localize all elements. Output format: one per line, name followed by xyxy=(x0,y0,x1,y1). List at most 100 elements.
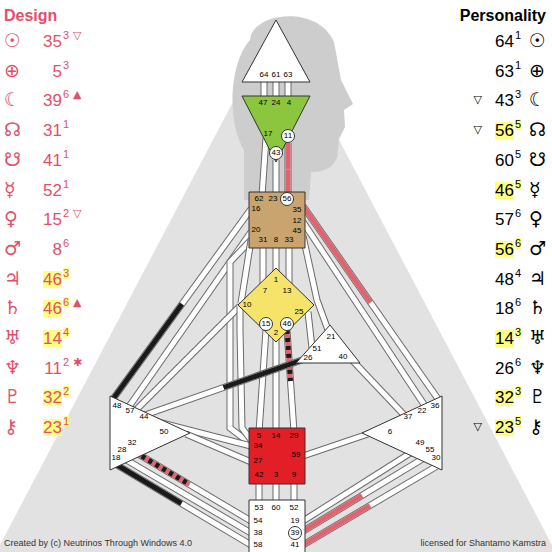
gate-number: 12 xyxy=(293,217,302,225)
design-activation xyxy=(303,506,370,546)
planet-symbol: ♆ xyxy=(529,358,546,377)
gate-number: 18 xyxy=(112,454,121,462)
gate-number: 55 xyxy=(426,446,435,454)
channel-fill xyxy=(186,434,251,462)
channel-outline xyxy=(240,306,251,440)
gate-activation: 26 xyxy=(495,360,514,377)
throat-center: 622316351245203183356 xyxy=(249,192,305,248)
heart-center: 21512640 xyxy=(296,325,360,363)
personality-activation xyxy=(112,462,182,504)
gate-activation: 46 xyxy=(43,300,62,317)
gate-circle: 43 xyxy=(269,146,283,160)
line-number: 6 xyxy=(515,297,521,308)
gate-activation: 52 xyxy=(43,182,62,199)
channel xyxy=(288,143,289,196)
gate-number: 32 xyxy=(128,439,137,447)
gate-number: 53 xyxy=(255,504,264,512)
design-activation xyxy=(303,206,371,303)
channel-fill xyxy=(274,338,279,432)
line-number: 1 xyxy=(63,416,69,427)
gate-activation: 41 xyxy=(43,152,62,169)
channel xyxy=(300,458,424,533)
line-number: 1 xyxy=(63,149,69,160)
planet-symbol: ♀ xyxy=(529,209,543,228)
gate-number: 44 xyxy=(140,413,149,421)
gate-activation: 15 xyxy=(43,211,62,228)
line-number: 1 xyxy=(515,60,521,71)
channel xyxy=(303,222,425,406)
gate-activation: 32 xyxy=(495,389,514,406)
channel-fill xyxy=(274,160,279,196)
gate-number: 21 xyxy=(327,333,336,341)
gate-number: 20 xyxy=(252,226,261,234)
line-number: 5 xyxy=(515,119,521,130)
gate-number: 42 xyxy=(255,471,264,479)
gate-number: 30 xyxy=(432,454,441,462)
gate-number: 64 xyxy=(260,71,269,79)
gate-number: 60 xyxy=(272,504,281,512)
planet-symbol: ☉ xyxy=(529,31,546,50)
channel-outline xyxy=(303,466,437,545)
line-number: 1 xyxy=(63,179,69,190)
planet-symbol: ☋ xyxy=(4,150,21,169)
channel xyxy=(230,240,251,444)
gate-number: 7 xyxy=(263,287,267,295)
gate-number: 13 xyxy=(283,287,292,295)
channel-fill xyxy=(230,240,251,444)
channel xyxy=(112,462,251,545)
gate-circle: 56 xyxy=(280,192,294,206)
gate-number: 40 xyxy=(339,353,348,361)
channel-outline xyxy=(145,360,302,415)
gate-number: 41 xyxy=(291,541,300,549)
channel-fill xyxy=(303,466,437,545)
planet-symbol: ⚷ xyxy=(529,417,543,436)
gate-number: 58 xyxy=(254,541,263,549)
footer-license: licensed for Shantamo Kamstra xyxy=(420,539,546,548)
planet-symbol: ♀ xyxy=(4,209,18,228)
gate-number: 61 xyxy=(272,71,281,79)
center-outline xyxy=(249,500,305,552)
gate-activation: 46 xyxy=(495,182,514,199)
channel xyxy=(136,306,240,410)
line-number: 3 xyxy=(63,30,69,41)
gate-activation: 64 xyxy=(495,33,514,50)
gate-number: 2 xyxy=(274,329,278,337)
gate-activation: 23 xyxy=(495,419,514,436)
body-outline xyxy=(0,20,552,552)
planet-symbol: ♃ xyxy=(529,269,546,288)
channel-outline xyxy=(308,312,312,348)
channel-outline xyxy=(273,160,280,196)
fixing-marker: ▽ xyxy=(474,124,482,135)
gate-activation: 31 xyxy=(43,122,62,139)
gate-number: 38 xyxy=(254,529,263,537)
channel-fill xyxy=(112,462,251,545)
line-number: 2 xyxy=(63,208,69,219)
gate-activation: 56 xyxy=(495,241,514,258)
channel-fill xyxy=(303,434,368,456)
planet-symbol: ♄ xyxy=(4,298,21,317)
gate-number: 33 xyxy=(285,236,294,244)
planet-symbol: ⚷ xyxy=(4,417,18,436)
channel xyxy=(259,330,266,432)
line-number: 1 xyxy=(63,119,69,130)
spleen-center: 48574450322818 xyxy=(108,394,192,474)
channel xyxy=(303,206,438,399)
column-heading: Design xyxy=(4,8,57,24)
line-number: 6 xyxy=(63,238,69,249)
line-number: 3 xyxy=(515,386,521,397)
gate-activation: 57 xyxy=(495,211,514,228)
gate-number: 51 xyxy=(313,345,322,353)
planet-symbol: ⊕ xyxy=(4,61,20,80)
channel-outline xyxy=(303,434,368,456)
gate-number: 11 xyxy=(284,132,292,140)
line-number: 2 xyxy=(63,357,69,368)
channel-fill xyxy=(136,306,240,410)
gate-activation: 56 xyxy=(495,122,514,139)
gate-number: 5 xyxy=(257,432,261,440)
gate-number: 14 xyxy=(272,432,281,440)
sacral-center: 514293427594239 xyxy=(249,428,305,484)
gate-number: 4 xyxy=(287,99,291,107)
gate-number: 29 xyxy=(290,432,299,440)
center-outline xyxy=(362,396,442,470)
channel xyxy=(145,360,302,415)
